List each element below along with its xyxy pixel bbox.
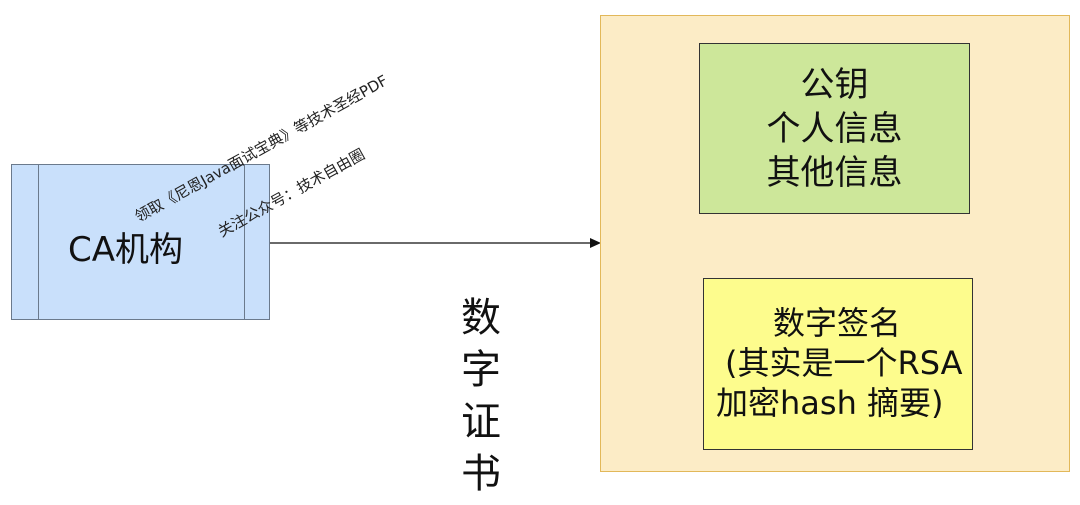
certificate-title-char: 数 <box>461 295 501 341</box>
personal-info-label: 个人信息 <box>766 108 903 149</box>
public-key-label: 公钥 <box>800 64 869 105</box>
issue-arrow <box>270 238 601 248</box>
certificate-title-char: 字 <box>461 347 501 393</box>
certificate-title-char: 书 <box>461 451 501 497</box>
ca-box <box>11 164 270 320</box>
signature-desc-2: 加密hash 摘要) <box>716 384 944 422</box>
public-info-box: 公钥 个人信息 其他信息 <box>699 43 970 214</box>
ca-box-left-divider <box>38 165 39 319</box>
signature-desc-1: (其实是一个RSA <box>725 344 963 382</box>
signature-title: 数字签名 <box>773 304 902 342</box>
ca-label: CA机构 <box>68 230 183 270</box>
ca-box-right-divider <box>244 165 245 319</box>
certificate-title-char: 证 <box>461 399 501 445</box>
certificate-title: 数 字 证 书 <box>456 292 506 500</box>
signature-box <box>703 278 973 450</box>
other-info-label: 其他信息 <box>766 152 903 193</box>
